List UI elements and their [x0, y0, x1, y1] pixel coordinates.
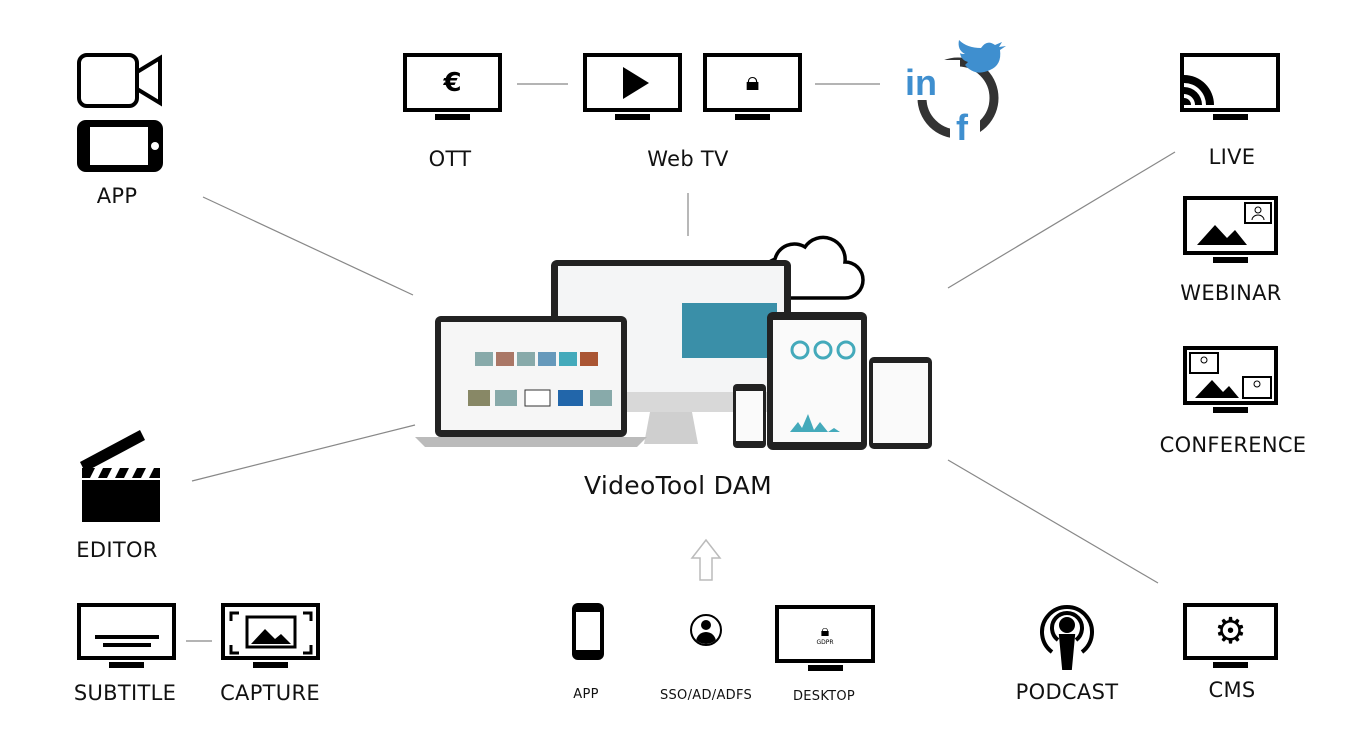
conference-icon: [1189, 352, 1272, 399]
monitor-stand: [1213, 407, 1248, 413]
podcast-icon: [1040, 605, 1094, 670]
label-app: APP: [96, 184, 138, 208]
label-conference: CONFERENCE: [1159, 433, 1307, 457]
label-podcast: PODCAST: [1015, 680, 1119, 704]
gdpr-icon: 🔒︎: [820, 620, 830, 640]
monitor-stand: [1213, 114, 1248, 120]
line-live: [947, 151, 1176, 289]
label-ott: OTT: [428, 147, 472, 171]
line-app: [202, 196, 414, 296]
conference-monitor: [1183, 346, 1278, 405]
social-icon: in f: [900, 40, 1006, 148]
user-icon: [690, 614, 722, 646]
label-capture: CAPTURE: [220, 681, 320, 705]
upload-arrow-icon: [690, 538, 722, 581]
center-title: VideoTool DAM: [584, 471, 772, 500]
webtv-monitor: [583, 53, 682, 112]
ott-monitor: €: [403, 53, 502, 112]
monitor-stand: [1213, 662, 1248, 668]
label-webtv: Web TV: [647, 147, 729, 171]
svg-text:f: f: [956, 107, 969, 148]
label-cms: CMS: [1208, 678, 1256, 702]
line-editor: [191, 424, 416, 482]
cms-monitor: ⚙: [1183, 603, 1278, 660]
webinar-monitor: [1183, 196, 1278, 255]
webinar-icon: [1197, 202, 1272, 245]
secure-webtv-monitor: 🔒︎: [703, 53, 802, 112]
euro-icon: €: [443, 67, 462, 98]
smartphone-icon: [77, 120, 163, 172]
monitor-stand: [808, 665, 843, 671]
label-desktop: DESKTOP: [792, 689, 856, 704]
gdpr-label: GDPR: [816, 638, 834, 646]
capture-monitor: [221, 603, 320, 660]
gear-icon: ⚙: [1214, 610, 1247, 652]
line-cms: [947, 459, 1159, 584]
monitor-stand: [735, 114, 770, 120]
label-webinar: WEBINAR: [1180, 281, 1282, 305]
device-mockups: [415, 260, 932, 450]
clapperboard-icon: [80, 430, 160, 522]
subtitle-monitor: [77, 603, 176, 660]
app-phone-icon: [572, 603, 604, 660]
svg-text:in: in: [905, 62, 937, 103]
capture-icon: [229, 611, 313, 655]
monitor-stand: [253, 662, 288, 668]
video-camera-icon: [77, 53, 162, 108]
monitor-stand: [109, 662, 144, 668]
lock-icon: 🔒︎: [745, 67, 760, 97]
label-subtitle: SUBTITLE: [73, 681, 177, 705]
label-sso: SSO/AD/ADFS: [659, 688, 753, 703]
live-monitor: [1180, 53, 1280, 112]
cast-icon: [1184, 75, 1214, 105]
label-access-app: APP: [573, 687, 599, 702]
label-live: LIVE: [1208, 145, 1256, 169]
label-editor: EDITOR: [76, 538, 158, 562]
desktop-monitor: 🔒︎ GDPR: [775, 605, 875, 663]
play-icon: [622, 66, 649, 99]
monitor-stand: [1213, 257, 1248, 263]
monitor-stand: [615, 114, 650, 120]
monitor-stand: [435, 114, 470, 120]
